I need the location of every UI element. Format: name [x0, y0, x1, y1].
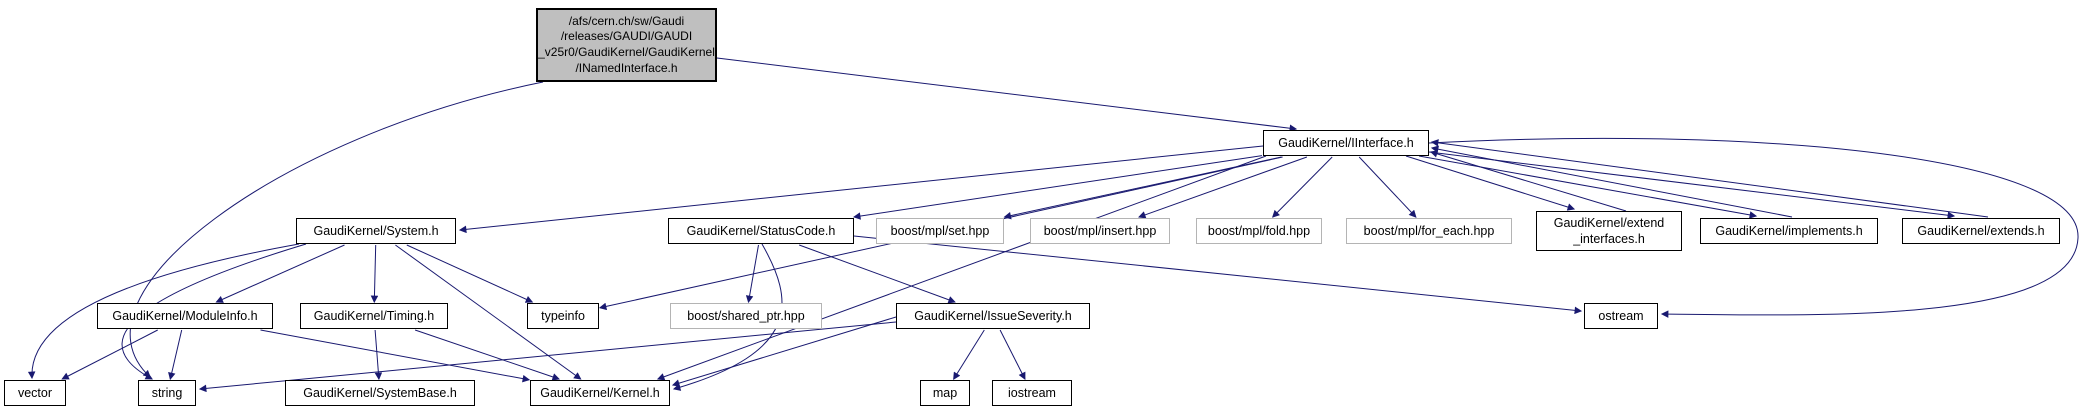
node-extendinterfaces[interactable]: GaudiKernel/extend _interfaces.h	[1536, 211, 1682, 251]
edge-iinterface-to-extends	[1428, 151, 1956, 219]
edge-issueseverity-to-iostream	[999, 329, 1026, 381]
node-label: /releases/GAUDI/GAUDI	[560, 29, 693, 44]
node-label: boost/mpl/set.hpp	[890, 223, 990, 238]
node-label: GaudiKernel/IssueSeverity.h	[914, 308, 1072, 323]
node-typeinfo[interactable]: typeinfo	[527, 303, 599, 329]
edge-issueseverity-to-map	[953, 329, 985, 380]
node-label: GaudiKernel/SystemBase.h	[303, 385, 457, 400]
node-iinterface[interactable]: GaudiKernel/IInterface.h	[1263, 130, 1429, 156]
node-label: GaudiKernel/ModuleInfo.h	[112, 308, 258, 323]
edge-moduleinfo-to-string	[168, 329, 183, 381]
edge-issueseverity-to-kernel	[671, 316, 897, 387]
node-label: vector	[17, 385, 53, 400]
node-label: typeinfo	[541, 308, 585, 323]
edge-iinterface-to-system	[458, 145, 1264, 234]
node-kernel[interactable]: GaudiKernel/Kernel.h	[530, 380, 670, 406]
edge-inamedinterface-to-string	[129, 81, 544, 378]
edge-statuscode-to-issueseverity	[799, 244, 956, 304]
node-label: GaudiKernel/extends.h	[1917, 223, 2045, 238]
node-vector[interactable]: vector	[4, 380, 66, 406]
node-label: /INamedInterface.h	[575, 60, 678, 75]
node-mplset[interactable]: boost/mpl/set.hpp	[876, 218, 1004, 244]
node-label: map	[932, 385, 958, 400]
node-label: string	[151, 385, 183, 400]
edge-system-to-vector	[27, 243, 300, 380]
edge-iinterface-to-mplfold	[1272, 156, 1333, 218]
node-label: boost/shared_ptr.hpp	[687, 308, 805, 323]
node-systembase[interactable]: GaudiKernel/SystemBase.h	[285, 380, 475, 406]
node-statuscode[interactable]: GaudiKernel/StatusCode.h	[668, 218, 854, 244]
edge-system-to-moduleinfo	[215, 244, 345, 303]
edge-statuscode-to-sharedptr	[745, 244, 759, 304]
node-label: boost/mpl/fold.hpp	[1207, 223, 1311, 238]
edge-moduleinfo-to-vector	[61, 329, 158, 380]
edge-iinterface-to-statuscode	[852, 155, 1263, 220]
edge-iinterface-to-implements	[1418, 155, 1758, 219]
node-mplforeach[interactable]: boost/mpl/for_each.hpp	[1346, 218, 1512, 244]
edge-iinterface-to-mplinsert	[1138, 156, 1308, 219]
node-label: boost/mpl/insert.hpp	[1043, 223, 1157, 238]
node-mplinsert[interactable]: boost/mpl/insert.hpp	[1030, 218, 1170, 244]
node-label: _interfaces.h	[1573, 232, 1645, 246]
edge-timing-to-systembase	[374, 329, 383, 381]
edge-extends-to-iinterface	[1430, 139, 1989, 218]
edge-statuscode-to-ostream	[853, 235, 1583, 315]
node-moduleinfo[interactable]: GaudiKernel/ModuleInfo.h	[97, 303, 273, 329]
node-extends[interactable]: GaudiKernel/extends.h	[1902, 218, 2060, 244]
node-label: GaudiKernel/StatusCode.h	[686, 223, 836, 238]
node-string[interactable]: string	[138, 380, 196, 406]
edge-system-to-typeinfo	[406, 244, 534, 303]
node-label: _v25r0/GaudiKernel/GaudiKernel	[538, 45, 715, 59]
edge-iinterface-to-ostream	[1428, 137, 2079, 318]
node-label: GaudiKernel/implements.h	[1715, 223, 1863, 238]
edge-iinterface-to-mplforeach	[1358, 156, 1417, 218]
node-label: GaudiKernel/IInterface.h	[1278, 135, 1414, 150]
edge-extendinterfaces-to-iinterface	[1429, 150, 1627, 212]
node-sharedptr[interactable]: boost/shared_ptr.hpp	[670, 303, 822, 329]
node-inamedinterface: /afs/cern.ch/sw/Gaudi/releases/GAUDI/GAU…	[536, 8, 717, 82]
node-ostream[interactable]: ostream	[1584, 303, 1658, 329]
node-label: boost/mpl/for_each.hpp	[1363, 223, 1495, 238]
node-implements[interactable]: GaudiKernel/implements.h	[1700, 218, 1878, 244]
node-label: iostream	[1008, 385, 1056, 400]
node-label: /afs/cern.ch/sw/Gaudi	[568, 13, 685, 28]
node-label: ostream	[1598, 308, 1644, 323]
node-timing[interactable]: GaudiKernel/Timing.h	[300, 303, 448, 329]
node-mplfold[interactable]: boost/mpl/fold.hpp	[1196, 218, 1322, 244]
edge-iinterface-to-kernel	[656, 155, 1267, 381]
edge-iinterface-to-extendinterfaces	[1405, 155, 1576, 211]
edge-timing-to-kernel	[414, 329, 560, 381]
node-label: GaudiKernel/Timing.h	[313, 308, 435, 323]
edge-moduleinfo-to-kernel	[260, 329, 531, 383]
edge-inamedinterface-to-iinterface	[716, 57, 1298, 132]
node-map[interactable]: map	[920, 380, 970, 406]
edge-system-to-kernel	[395, 244, 582, 380]
node-label: GaudiKernel/Kernel.h	[540, 385, 660, 400]
node-issueseverity[interactable]: GaudiKernel/IssueSeverity.h	[896, 303, 1090, 329]
edge-issueseverity-to-string	[198, 321, 897, 393]
node-system[interactable]: GaudiKernel/System.h	[296, 218, 456, 244]
node-label: GaudiKernel/System.h	[313, 223, 439, 238]
node-label: GaudiKernel/extend	[1553, 215, 1665, 230]
node-iostream[interactable]: iostream	[992, 380, 1072, 406]
edge-system-to-timing	[370, 244, 379, 304]
